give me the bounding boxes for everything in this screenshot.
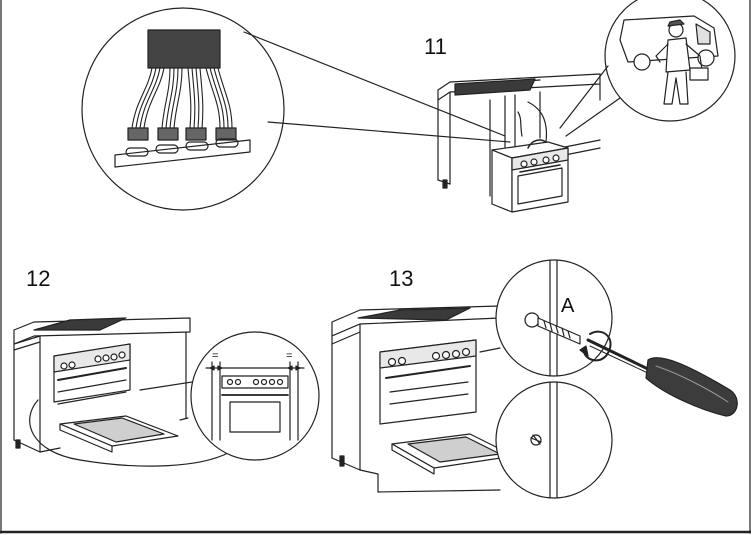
step-12-drawing — [13, 317, 320, 467]
step-11-drawing — [81, 0, 736, 213]
step-13-drawing — [331, 259, 738, 499]
swing-path — [29, 399, 231, 467]
wiring-detail-circle — [81, 7, 285, 211]
kitchen-cabinet — [13, 317, 191, 453]
screw-detail-circle — [495, 259, 613, 377]
screwdriver-icon — [586, 338, 738, 417]
gap-detail-circle — [190, 331, 320, 461]
step-number-13: 13 — [389, 266, 414, 291]
step-number-12: 12 — [26, 266, 51, 291]
step-number-11: 11 — [424, 34, 447, 59]
kitchen-cabinet — [437, 73, 601, 197]
kitchen-cabinet — [331, 305, 501, 493]
fixed-screw-circle — [495, 381, 613, 499]
built-in-oven — [53, 343, 179, 453]
technician-circle — [559, 0, 736, 137]
service-technician-icon — [655, 19, 709, 105]
equal-gap-mark-right: = — [286, 350, 293, 362]
zoom-line — [243, 31, 506, 137]
rotate-arrow-icon — [579, 330, 612, 362]
built-in-oven — [491, 139, 569, 213]
built-in-oven — [379, 339, 515, 475]
screw-callout-label: A — [561, 295, 575, 317]
screw-icon — [524, 312, 581, 345]
equal-gap-mark-left: = — [212, 350, 219, 362]
zoom-line — [267, 121, 511, 143]
